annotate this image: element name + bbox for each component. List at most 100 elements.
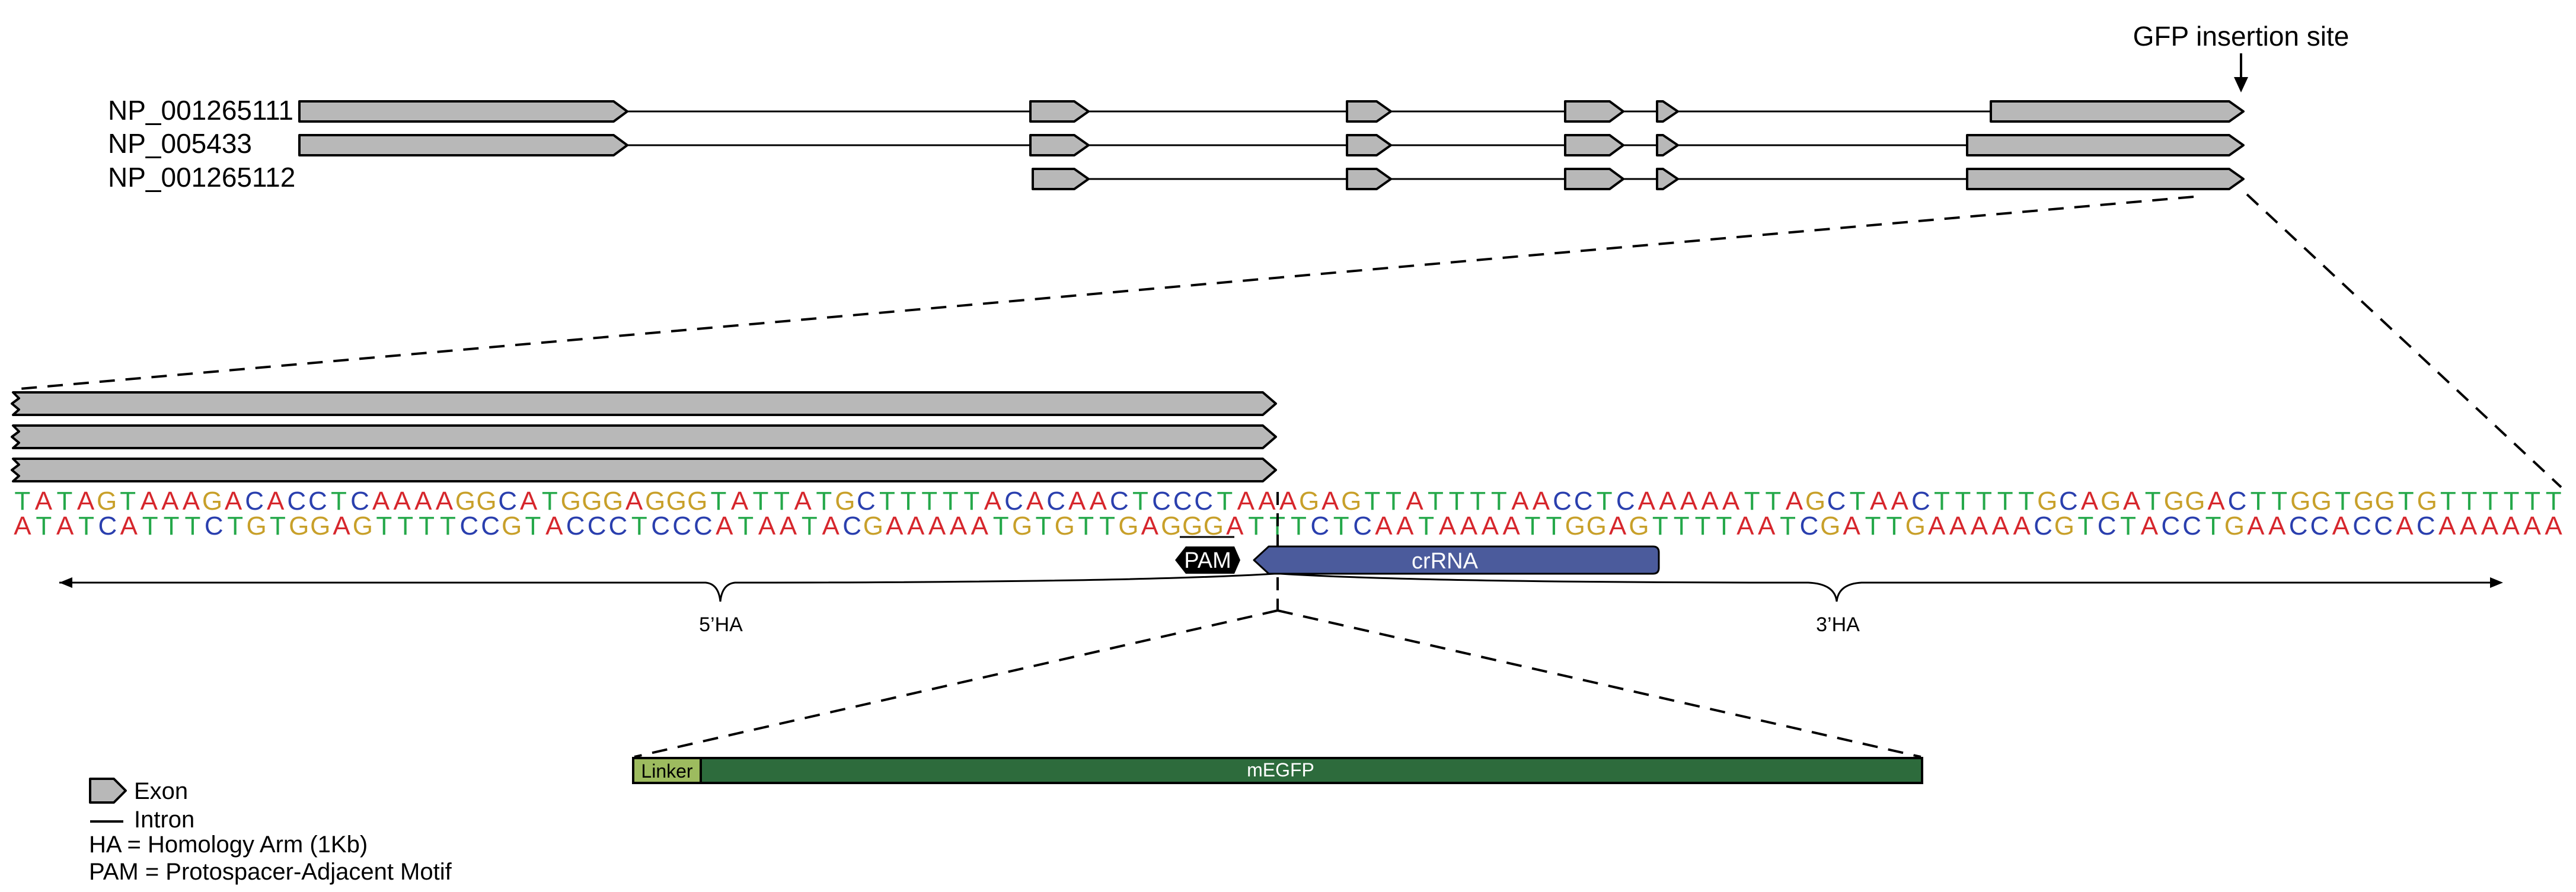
- top-strand-base: G: [603, 487, 623, 516]
- bottom-strand-base: C: [2374, 511, 2393, 541]
- bottom-strand-base: C: [2098, 511, 2117, 541]
- top-strand-base: C: [2228, 487, 2247, 516]
- insertion-site-label: GFP insertion site: [2133, 21, 2350, 52]
- top-strand-base: A: [1279, 487, 1297, 516]
- top-strand-base: T: [1449, 487, 1465, 516]
- bottom-strand-base: G: [1905, 511, 1926, 541]
- exon-shape: [1656, 100, 1679, 123]
- top-strand-base: T: [2251, 487, 2267, 516]
- bottom-strand-base: T: [1865, 511, 1881, 541]
- top-strand-base: A: [794, 487, 812, 516]
- top-strand-base: T: [2504, 487, 2520, 516]
- bottom-strand-base: C: [2034, 511, 2052, 541]
- zoomed-exon-bars: [11, 391, 1277, 482]
- bottom-strand-base: A: [1928, 511, 1946, 541]
- top-strand-base: A: [625, 487, 643, 516]
- bottom-strand-base: T: [227, 511, 243, 541]
- bottom-strand-base: T: [36, 511, 52, 541]
- bottom-strand-base: A: [822, 511, 840, 541]
- top-strand-base: T: [2335, 487, 2351, 516]
- top-strand-base: T: [1765, 487, 1781, 516]
- exon-shape: [1656, 134, 1679, 156]
- top-strand-base: G: [1805, 487, 1825, 516]
- bottom-strand-base: A: [14, 511, 31, 541]
- top-strand-base: G: [582, 487, 602, 516]
- top-strand-base: A: [183, 487, 200, 516]
- top-strand-base: C: [1110, 487, 1129, 516]
- bottom-strand-base: T: [1716, 511, 1732, 541]
- bottom-strand-base: C: [1310, 511, 1329, 541]
- bottom-strand-base: A: [1396, 511, 1414, 541]
- bottom-strand-base: G: [310, 511, 330, 541]
- top-strand-base: T: [2271, 487, 2287, 516]
- top-strand-base: A: [35, 487, 53, 516]
- top-strand-base: G: [202, 487, 222, 516]
- linker-box: [632, 757, 702, 784]
- top-strand-base: T: [2461, 487, 2477, 516]
- transcript-row-3: NP_001265112: [108, 162, 2245, 193]
- top-strand-base: A: [414, 487, 432, 516]
- exon-shape: [1966, 134, 2245, 156]
- bottom-strand-base: A: [2481, 511, 2499, 541]
- bottom-strand-base: T: [1546, 511, 1562, 541]
- top-strand-base: T: [56, 487, 72, 516]
- bottom-strand-base: C: [1800, 511, 1819, 541]
- top-strand-base: G: [2037, 487, 2057, 516]
- top-strand-base: A: [1237, 487, 1255, 516]
- top-strand-base: C: [1194, 487, 1213, 516]
- top-strand-base: A: [1870, 487, 1888, 516]
- bottom-strand-base: T: [631, 511, 647, 541]
- bottom-strand-base: T: [993, 511, 1009, 541]
- top-strand-base: T: [331, 487, 347, 516]
- top-strand-base: T: [2145, 487, 2161, 516]
- top-strand-base: A: [436, 487, 454, 516]
- bottom-strand-base: G: [353, 511, 373, 541]
- exon-legend-icon: [89, 778, 127, 804]
- bottom-strand-base: T: [1035, 511, 1051, 541]
- bottom-strand-base: A: [1971, 511, 1988, 541]
- bottom-strand-base: A: [545, 511, 563, 541]
- top-strand-base: T: [542, 487, 558, 516]
- bottom-strand-base: T: [1780, 511, 1796, 541]
- top-strand-base: G: [2101, 487, 2121, 516]
- top-strand-base: T: [1744, 487, 1760, 516]
- top-strand-base: A: [1321, 487, 1339, 516]
- top-strand-base: T: [1470, 487, 1486, 516]
- top-strand-base: A: [520, 487, 538, 516]
- bottom-strand-base: C: [2352, 511, 2371, 541]
- exon-shape: [1990, 100, 2245, 123]
- top-strand-base: G: [561, 487, 581, 516]
- zoomed-exon-bar: [11, 424, 1277, 449]
- bottom-strand-base: C: [1353, 511, 1372, 541]
- top-strand-base: C: [1553, 487, 1572, 516]
- bottom-strand-base: A: [1737, 511, 1754, 541]
- bottom-strand-base: A: [907, 511, 925, 541]
- top-strand-base: A: [77, 487, 95, 516]
- bottom-strand-base: T: [1418, 511, 1434, 541]
- bottom-strand-base: A: [1482, 511, 1499, 541]
- legend-ha-definition: HA = Homology Arm (1Kb): [89, 832, 368, 858]
- bottom-strand-base: A: [716, 511, 733, 541]
- legend-exon-label: Exon: [134, 778, 188, 804]
- top-strand-base: T: [14, 487, 30, 516]
- bottom-strand-base: A: [1141, 511, 1159, 541]
- top-strand-base: C: [308, 487, 327, 516]
- transcript-label: NP_001265112: [108, 162, 295, 193]
- bottom-strand-base: A: [1375, 511, 1393, 541]
- top-strand-base: T: [1934, 487, 1950, 516]
- bottom-strand-base: T: [1099, 511, 1115, 541]
- exon-shape: [1032, 168, 1090, 190]
- bottom-strand-base: G: [1204, 511, 1224, 541]
- exon-shape: [1346, 100, 1392, 123]
- bottom-strand-base: T: [525, 511, 541, 541]
- exon-shape: [298, 134, 628, 156]
- top-strand-base: A: [1680, 487, 1698, 516]
- bottom-strand-base: C: [2182, 511, 2201, 541]
- bottom-strand-base: C: [2310, 511, 2329, 541]
- bottom-strand-base: A: [2545, 511, 2562, 541]
- bottom-strand-base: A: [2332, 511, 2350, 541]
- bottom-strand-base: G: [502, 511, 522, 541]
- top-strand-base: G: [2374, 487, 2395, 516]
